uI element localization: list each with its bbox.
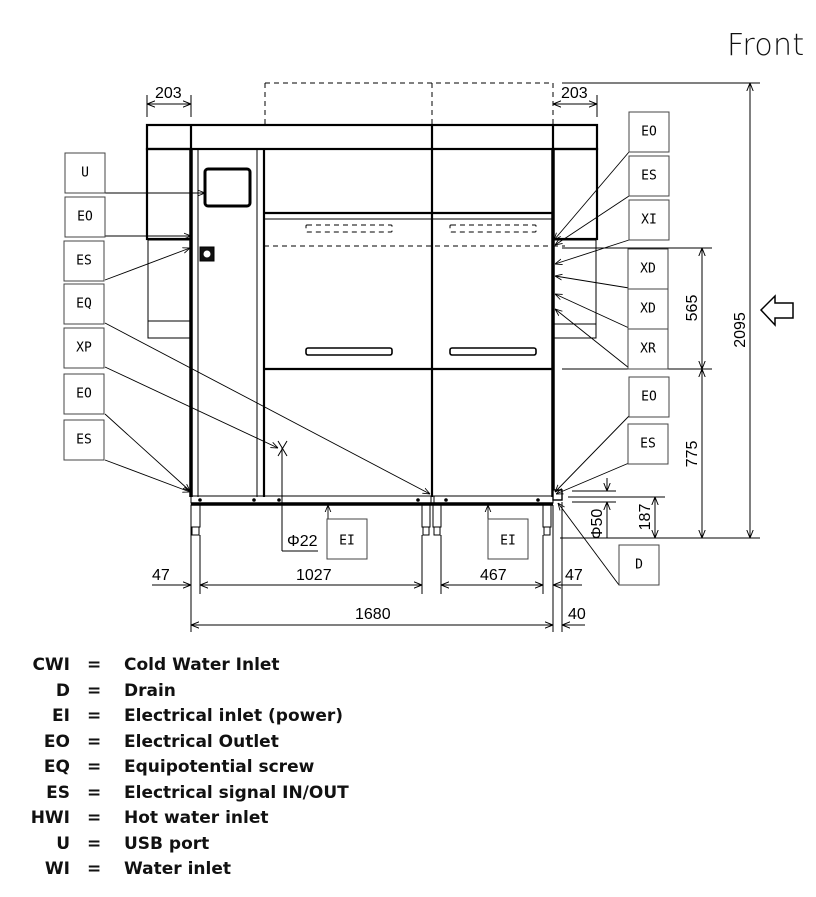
legend-description: Electrical Outlet bbox=[124, 731, 279, 752]
callout-right-4: XD bbox=[627, 248, 669, 290]
svg-text:XD: XD bbox=[640, 302, 656, 317]
legend-code: CWI bbox=[32, 655, 70, 675]
legend-description: Hot water inlet bbox=[124, 808, 269, 828]
callout-left-5: XP bbox=[63, 327, 105, 369]
legend-code: WI bbox=[44, 859, 70, 879]
callout-left-7: ES bbox=[63, 419, 105, 461]
legend-code: ES bbox=[46, 782, 70, 803]
legend-code: D bbox=[55, 680, 70, 701]
legend-code: EQ bbox=[43, 757, 70, 777]
legend-equals: = bbox=[87, 680, 102, 701]
callouts-left: U EO ES EQ XP EO ES bbox=[63, 152, 430, 494]
left-side-extension-upper bbox=[145, 147, 193, 241]
hood-open-outline bbox=[265, 82, 554, 125]
callout-right-6: XR bbox=[627, 328, 669, 370]
legend-description: USB port bbox=[124, 833, 210, 854]
svg-text:XD: XD bbox=[640, 262, 656, 277]
dimension-lines: 203 203 2095 565 775 187 Φ50 Φ22 bbox=[146, 82, 760, 632]
dim-lower-height: 775 bbox=[684, 441, 701, 468]
svg-text:EQ: EQ bbox=[76, 297, 92, 312]
callout-left-4: EQ bbox=[63, 283, 105, 325]
legend-equals: = bbox=[87, 859, 102, 879]
legend-equals: = bbox=[87, 655, 102, 675]
callout-right-8: ES bbox=[627, 423, 669, 465]
dim-overall-height: 2095 bbox=[732, 312, 749, 348]
base-frame bbox=[190, 495, 554, 504]
svg-text:ES: ES bbox=[641, 169, 657, 184]
drain-fitting bbox=[552, 489, 563, 501]
svg-text:XR: XR bbox=[640, 342, 656, 357]
svg-text:XI: XI bbox=[641, 213, 657, 228]
legend-equals: = bbox=[87, 731, 102, 752]
front-view-drawing: 203 203 2095 565 775 187 Φ50 Φ22 bbox=[63, 82, 794, 632]
legend-equals: = bbox=[87, 833, 102, 854]
right-side-extension-lower bbox=[552, 239, 597, 339]
dim-right-leg-offset: 47 bbox=[565, 567, 583, 584]
legs bbox=[190, 504, 552, 536]
svg-text:ES: ES bbox=[76, 433, 92, 448]
svg-text:EI: EI bbox=[500, 534, 516, 549]
callout-left-1: U bbox=[64, 152, 106, 194]
handle-right bbox=[449, 347, 537, 356]
dim-drain-diameter: Φ50 bbox=[589, 509, 606, 540]
svg-text:ES: ES bbox=[640, 437, 656, 452]
callout-right-3: XI bbox=[628, 199, 670, 241]
callout-bottom-ei-2: EI bbox=[487, 518, 529, 560]
svg-text:EO: EO bbox=[77, 210, 93, 225]
dim-overall-width: 1680 bbox=[355, 606, 391, 623]
dim-drain-height: 187 bbox=[637, 504, 654, 531]
handle-left bbox=[305, 347, 393, 356]
machine-outline bbox=[145, 82, 599, 552]
dim-right-overhang: 203 bbox=[561, 85, 588, 102]
callout-bottom-drain: D bbox=[618, 544, 660, 586]
callouts-right: EO ES XI XD XD XR EO ES bbox=[554, 111, 670, 494]
legend-code: HWI bbox=[30, 808, 70, 828]
svg-text:D: D bbox=[635, 558, 643, 573]
callouts-bottom: EI EI D bbox=[326, 503, 660, 586]
callout-right-7: EO bbox=[628, 376, 670, 418]
left-side-extension-lower bbox=[147, 239, 192, 339]
legend-description: Electrical signal IN/OUT bbox=[124, 782, 349, 803]
dim-right-drain-offset: 40 bbox=[568, 606, 586, 623]
legend-equals: = bbox=[87, 782, 102, 803]
callout-left-6: EO bbox=[63, 373, 105, 415]
touch-screen bbox=[203, 167, 252, 208]
top-rail bbox=[145, 123, 599, 151]
legend-code: U bbox=[56, 833, 70, 854]
callout-right-5: XD bbox=[627, 288, 669, 330]
legend-description: Equipotential screw bbox=[124, 757, 315, 777]
legend-equals: = bbox=[87, 808, 102, 828]
dim-right-span: 467 bbox=[480, 567, 507, 584]
callout-right-1: EO bbox=[628, 111, 670, 153]
svg-text:EO: EO bbox=[641, 125, 657, 140]
legend-description: Electrical inlet (power) bbox=[124, 706, 344, 726]
dim-left-leg-offset: 47 bbox=[152, 567, 170, 584]
svg-text:ES: ES bbox=[76, 254, 92, 269]
legend-equals: = bbox=[87, 757, 102, 777]
dim-pipe-diameter: Φ22 bbox=[287, 533, 318, 550]
svg-text:EI: EI bbox=[339, 534, 355, 549]
dim-left-overhang: 203 bbox=[155, 85, 182, 102]
svg-text:XP: XP bbox=[76, 341, 92, 356]
callout-right-2: ES bbox=[628, 155, 670, 197]
svg-text:U: U bbox=[81, 166, 89, 181]
view-title: Front bbox=[727, 28, 805, 63]
right-side-extension-upper bbox=[551, 147, 599, 241]
legend-description: Drain bbox=[124, 680, 176, 701]
front-direction-arrow-icon bbox=[759, 294, 794, 327]
dim-upper-height: 565 bbox=[684, 295, 701, 322]
svg-text:EO: EO bbox=[76, 387, 92, 402]
dim-left-span: 1027 bbox=[296, 567, 332, 584]
callout-left-2: EO bbox=[64, 196, 106, 238]
legend-description: Cold Water Inlet bbox=[124, 655, 280, 675]
callout-bottom-ei-1: EI bbox=[326, 518, 368, 560]
svg-text:EO: EO bbox=[641, 390, 657, 405]
legend-code: EO bbox=[43, 731, 70, 752]
legend-equals: = bbox=[87, 706, 102, 726]
legend-code: EI bbox=[52, 706, 70, 726]
callout-left-3: ES bbox=[63, 240, 105, 282]
legend-description: Water inlet bbox=[124, 859, 231, 879]
